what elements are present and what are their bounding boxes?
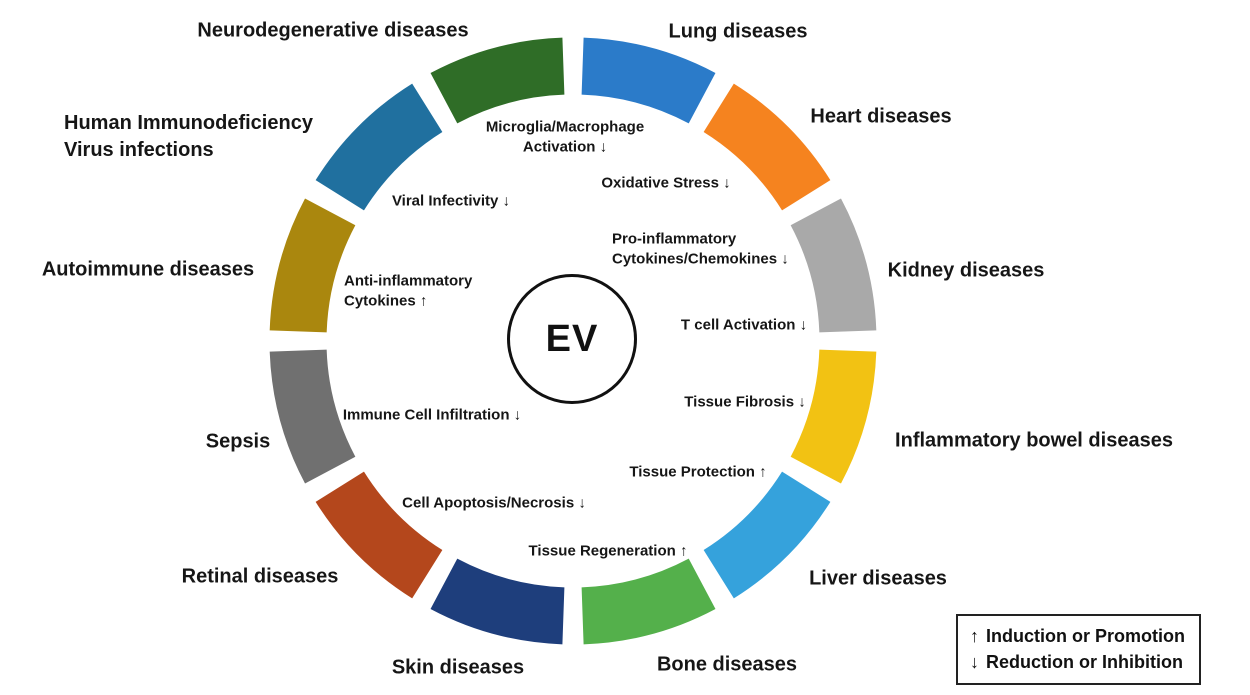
annotation-viral-infectivity: Viral Infectivity ↓: [391, 192, 511, 210]
annotation-tissue-protection: Tissue Protection ↑: [629, 463, 767, 481]
disease-label-sepsis: Sepsis: [205, 430, 271, 453]
disease-label-neuro: Neurodegenerative diseases: [197, 19, 469, 42]
ring-segment-liver: [703, 471, 831, 599]
ring-segment-ibd: [790, 349, 877, 484]
ring-segment-heart: [703, 83, 831, 211]
ring-segment-neuro: [430, 37, 565, 124]
down-arrow-icon: ↓: [970, 652, 979, 673]
ring-segment-autoimmune: [269, 198, 356, 333]
ring-segment-retinal: [315, 471, 443, 599]
disease-label-liver: Liver diseases: [809, 567, 947, 590]
annotation-tcell-activation: T cell Activation ↓: [680, 316, 808, 334]
ring-segment-kidney: [790, 198, 877, 333]
legend-item-label: Reduction or Inhibition: [986, 652, 1183, 673]
disease-label-kidney: Kidney diseases: [887, 259, 1045, 282]
ring-segment-lung: [581, 37, 716, 124]
ev-center: EV: [507, 274, 637, 404]
legend-box: ↑ Induction or Promotion ↓ Reduction or …: [956, 614, 1201, 686]
annotation-antiinflammatory-cytokines: Anti-inflammatory Cytokines ↑: [344, 272, 473, 310]
annotation-oxidative-stress: Oxidative Stress ↓: [601, 174, 731, 192]
ev-label: EV: [545, 317, 599, 360]
disease-label-lung: Lung diseases: [668, 20, 808, 43]
disease-label-ibd: Inflammatory bowel diseases: [895, 429, 1173, 452]
disease-label-retinal: Retinal diseases: [181, 565, 339, 588]
disease-label-heart: Heart diseases: [810, 105, 952, 128]
annotation-tissue-regeneration: Tissue Regeneration ↑: [528, 542, 688, 560]
ring-segment-skin: [430, 558, 565, 645]
annotation-tissue-fibrosis: Tissue Fibrosis ↓: [684, 393, 806, 411]
annotation-proinflammatory-cytokines: Pro-inflammatory Cytokines/Chemokines ↓: [612, 230, 789, 268]
ring-segment-hiv: [315, 83, 443, 211]
ring-segment-bone: [581, 558, 716, 645]
ring-segment-sepsis: [269, 349, 356, 484]
disease-label-autoimmune: Autoimmune diseases: [41, 258, 255, 281]
up-arrow-icon: ↑: [970, 626, 979, 646]
legend-item-label: Induction or Promotion: [986, 626, 1185, 646]
legend-item-induction: ↑ Induction or Promotion: [970, 623, 1185, 649]
disease-label-hiv: Human Immunodeficiency Virus infections: [64, 112, 313, 161]
annotation-immune-cell-infiltration: Immune Cell Infiltration ↓: [342, 406, 522, 424]
disease-label-bone: Bone diseases: [656, 653, 798, 676]
disease-label-skin: Skin diseases: [391, 656, 525, 679]
legend-item-reduction: ↓ Reduction or Inhibition: [970, 649, 1185, 675]
annotation-cell-apoptosis: Cell Apoptosis/Necrosis ↓: [402, 494, 586, 512]
annotation-microglia-activation: Microglia/Macrophage Activation ↓: [485, 118, 645, 156]
